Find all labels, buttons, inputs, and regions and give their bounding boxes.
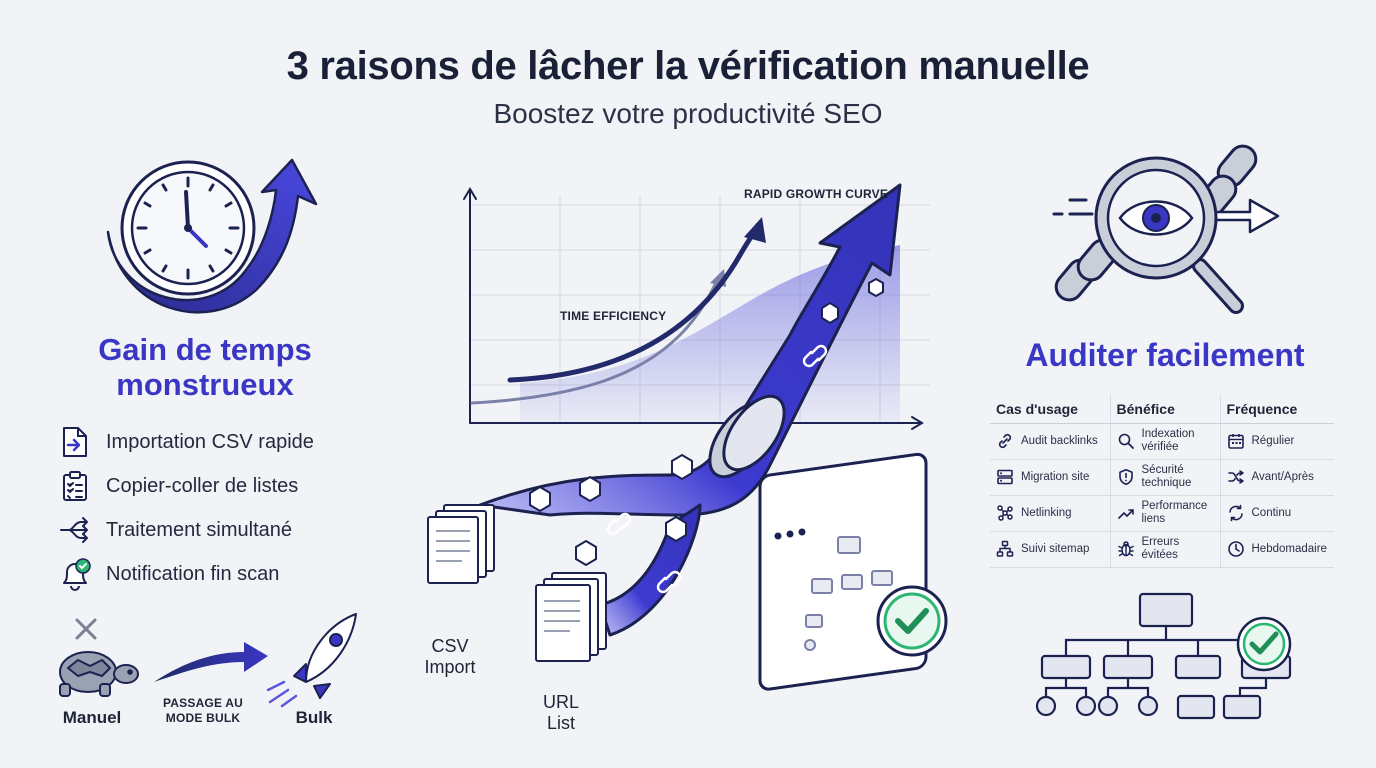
list-item: Copier-coller de listes xyxy=(58,464,368,508)
sitemap-tree-icon xyxy=(1035,592,1292,720)
bell-check-icon xyxy=(58,557,92,591)
transition-label-line2: MODE BULK xyxy=(165,711,241,725)
page-subtitle: Boostez votre productivité SEO xyxy=(493,98,883,129)
trend-up-icon xyxy=(1117,509,1134,519)
bug-icon xyxy=(1117,541,1134,557)
list-item: Importation CSV rapide xyxy=(58,420,368,464)
split-arrows-icon xyxy=(58,513,92,547)
list-item: Traitement simultané xyxy=(58,508,368,552)
frequency-label: Avant/Après xyxy=(1251,470,1314,483)
frequency-label: Régulier xyxy=(1251,434,1295,447)
use-case-label: Netlinking xyxy=(1021,506,1072,519)
transition-label-line1: PASSAGE AU xyxy=(162,696,243,710)
frequency-label: Continu xyxy=(1251,506,1292,519)
csv-document-stack xyxy=(427,504,495,584)
csv-label-line2: Import xyxy=(424,656,476,677)
column-header: Fréquence xyxy=(1219,395,1334,424)
clock-growth-icon xyxy=(106,158,318,314)
column-header: Bénéfice xyxy=(1109,395,1220,424)
url-document-stack xyxy=(535,572,607,662)
csv-import-label: CSV Import xyxy=(420,636,480,677)
feature-label: Copier-coller de listes xyxy=(106,474,299,497)
chart-label-top: RAPID GROWTH CURVE xyxy=(744,187,889,201)
url-label-line2: List xyxy=(546,712,575,733)
magnifier-chain-icon xyxy=(1052,144,1280,314)
rocket-icon xyxy=(266,613,357,708)
use-case-label: Audit backlinks xyxy=(1021,434,1098,447)
refresh-icon xyxy=(1228,504,1243,522)
browser-sitemap-icon xyxy=(758,452,948,691)
pipeline-illustration xyxy=(427,183,948,691)
turtle-icon xyxy=(59,651,139,697)
feature-list: Importation CSV rapide Copier-coller de … xyxy=(58,420,368,596)
table-row: Netlinking Performance liens Continu xyxy=(990,495,1334,532)
transition-label: PASSAGE AU MODE BULK xyxy=(150,696,256,726)
use-case-table: Cas d'usage Bénéfice Fréquence Audit bac… xyxy=(990,395,1334,568)
check-icon xyxy=(1249,631,1279,655)
close-icon xyxy=(75,618,97,640)
column-header: Cas d'usage xyxy=(990,395,1110,424)
link-icon xyxy=(998,433,1012,449)
left-section-title: Gain de temps monstrueux xyxy=(98,332,312,402)
manual-to-bulk-illustration xyxy=(59,613,357,708)
table-row: Suivi sitemap Erreurs évitées Hebdomadai… xyxy=(990,531,1334,568)
sitemap-icon xyxy=(996,540,1014,557)
use-case-label: Migration site xyxy=(1021,470,1090,483)
clipboard-list-icon xyxy=(58,469,92,503)
calendar-icon xyxy=(1227,434,1244,449)
benefit-label: Sécurité technique xyxy=(1141,464,1192,489)
data-tokens xyxy=(529,277,884,567)
benefit-label: Erreurs évitées xyxy=(1141,536,1180,561)
bulk-label: Bulk xyxy=(295,708,333,727)
link-icon xyxy=(606,344,828,594)
check-icon xyxy=(895,608,929,634)
pipe-collar xyxy=(708,394,786,479)
feature-label: Notification fin scan xyxy=(106,562,280,585)
shuffle-icon xyxy=(1227,470,1244,484)
shield-icon xyxy=(1118,469,1133,485)
feature-label: Importation CSV rapide xyxy=(106,430,314,453)
table-header-row: Cas d'usage Bénéfice Fréquence xyxy=(990,395,1334,424)
feature-label: Traitement simultané xyxy=(106,518,292,541)
page-title: 3 raisons de lâcher la vérification manu… xyxy=(286,44,1090,88)
csv-label-line1: CSV xyxy=(431,636,469,656)
right-section-title: Auditer facilement xyxy=(1025,337,1305,373)
search-icon xyxy=(1118,433,1134,449)
frequency-label: Hebdomadaire xyxy=(1251,542,1327,555)
table-row: Audit backlinks Indexation vérifiée Régu… xyxy=(990,423,1334,460)
url-list-label: URL List xyxy=(536,692,586,733)
clock-icon xyxy=(1227,541,1244,557)
url-label-line1: URL xyxy=(542,692,579,712)
benefit-label: Performance liens xyxy=(1141,500,1208,525)
use-case-label: Suivi sitemap xyxy=(1021,542,1090,555)
file-arrow-icon xyxy=(58,425,92,459)
table-row: Migration site Sécurité technique Avant/… xyxy=(990,459,1334,496)
manual-label: Manuel xyxy=(62,708,122,727)
server-icon xyxy=(997,469,1013,485)
benefit-label: Indexation vérifiée xyxy=(1141,428,1195,453)
chart-label-mid: TIME EFFICIENCY xyxy=(560,309,667,323)
list-item: Notification fin scan xyxy=(58,552,368,596)
network-icon xyxy=(997,505,1013,521)
